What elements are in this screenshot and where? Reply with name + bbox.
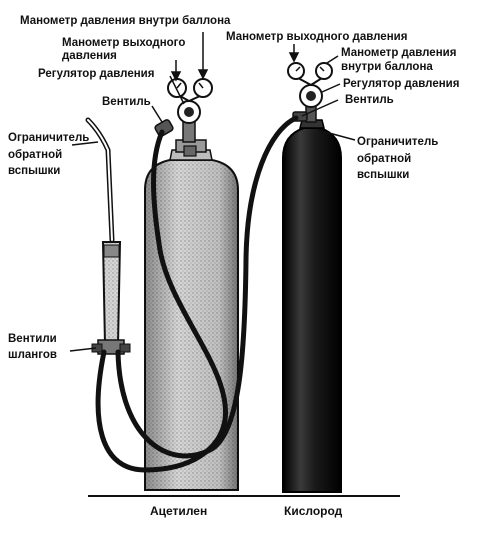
label-flashback-right-line1: Ограничитель bbox=[357, 136, 438, 148]
caption-acetylene: Ацетилен bbox=[150, 504, 207, 518]
acetylene-valve-icon bbox=[154, 119, 174, 137]
hoses bbox=[95, 115, 299, 473]
label-flashback-right-line2: обратной bbox=[357, 153, 411, 165]
label-oxygen-regulator: Регулятор давления bbox=[343, 78, 459, 90]
label-acetylene-outlet-gauge-line2: давления bbox=[62, 50, 117, 62]
label-acetylene-regulator: Регулятор давления bbox=[38, 68, 154, 80]
label-hose-valves-line1: Вентили bbox=[8, 333, 57, 345]
label-flashback-left-line2: обратной bbox=[8, 149, 62, 161]
leader-lines bbox=[69, 32, 356, 352]
label-flashback-left-line3: вспышки bbox=[8, 165, 60, 177]
label-oxygen-outlet-gauge: Манометр выходного давления bbox=[226, 31, 407, 43]
acetylene-regulator-assembly bbox=[154, 78, 213, 157]
label-oxygen-cylinder-gauge-line1: Манометр давления bbox=[341, 47, 456, 59]
oxygen-cylinder bbox=[282, 119, 342, 493]
oxygen-regulator-assembly bbox=[287, 62, 333, 123]
label-acetylene-outlet-gauge-line1: Манометр выходного bbox=[62, 37, 185, 49]
label-oxygen-cylinder-gauge-line2: внутри баллона bbox=[341, 61, 433, 73]
hose-valve-right-icon bbox=[119, 343, 131, 353]
label-flashback-right-line3: вспышки bbox=[357, 169, 409, 181]
label-oxygen-valve: Вентиль bbox=[345, 94, 394, 106]
welding-torch bbox=[85, 117, 131, 355]
label-acetylene-valve: Вентиль bbox=[102, 96, 151, 108]
label-acetylene-cylinder-gauge: Манометр давления внутри баллона bbox=[20, 15, 231, 27]
caption-oxygen: Кислород bbox=[284, 504, 343, 518]
label-hose-valves-line2: шлангов bbox=[8, 349, 57, 361]
label-flashback-left-line1: Ограничитель bbox=[8, 132, 89, 144]
